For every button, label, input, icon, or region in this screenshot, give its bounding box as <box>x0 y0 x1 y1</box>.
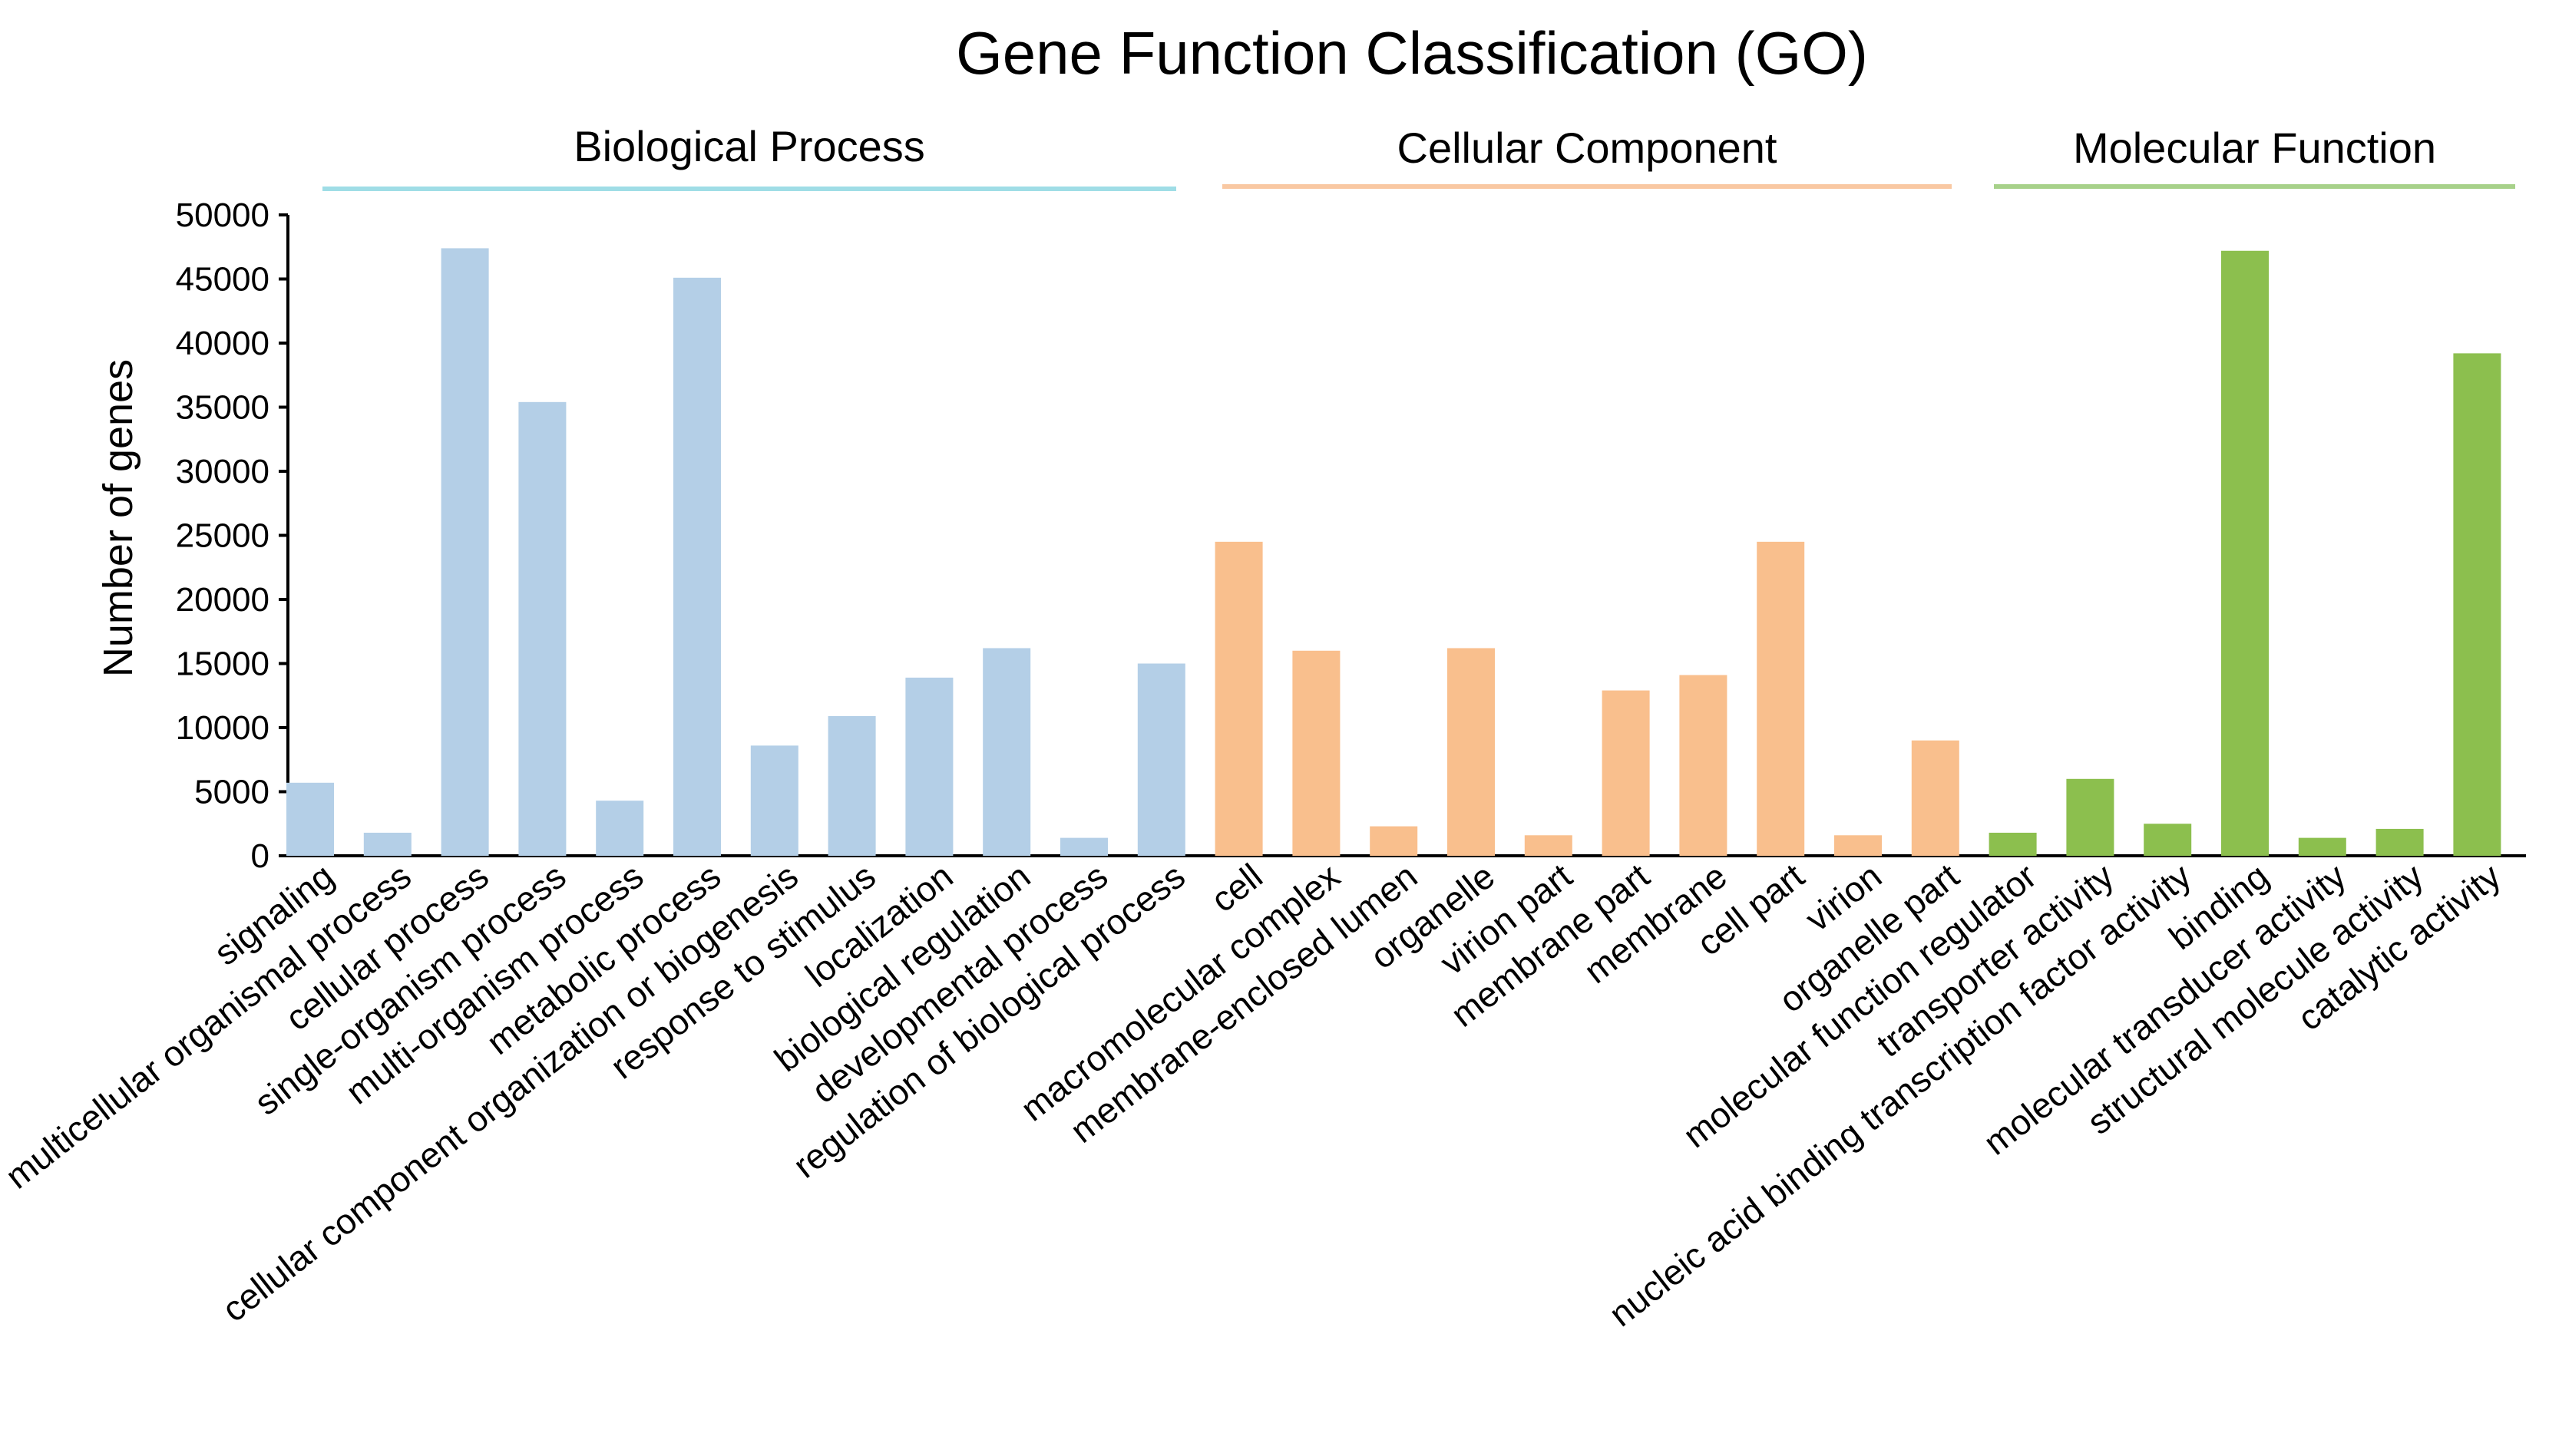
bar-localization <box>905 677 954 856</box>
bar-organelle <box>1447 648 1495 856</box>
bar-virion-part <box>1524 835 1572 856</box>
bar-signaling <box>286 782 334 856</box>
bar-multi-organism-process <box>596 801 644 856</box>
y-tick-label: 15000 <box>176 645 269 683</box>
y-tick-label: 45000 <box>176 261 269 299</box>
y-axis: 0 5000 10000 15000 20000 25000 30000 35000 40000… <box>176 196 2526 875</box>
bar-biological-regulation <box>983 648 1031 856</box>
bar-organelle-part <box>1911 740 1959 856</box>
y-tick-label: 35000 <box>176 389 269 427</box>
bar-molecular-function-regulator <box>1989 832 2037 856</box>
y-tick-label: 30000 <box>176 453 269 490</box>
bar-nucleic-acid-binding-transcription-factor-activity <box>2144 824 2192 856</box>
y-axis-label: Number of genes <box>95 359 141 677</box>
bar-developmental-process <box>1060 837 1108 856</box>
bar-cell-part <box>1757 541 1805 856</box>
bar-multicellular-organismal-process <box>363 832 412 856</box>
bar-cellular-component-organization-or-biogenesis <box>750 745 798 856</box>
bar-binding <box>2221 250 2269 856</box>
bar-molecular-transducer-activity <box>2298 837 2346 856</box>
y-tick-label: 40000 <box>176 325 269 362</box>
bar-regulation-of-biological-process <box>1137 663 1185 856</box>
bar-membrane <box>1679 675 1727 856</box>
y-tick-label: 10000 <box>176 709 269 747</box>
bar-catalytic-activity <box>2453 353 2501 856</box>
bar-single-organism-process <box>518 401 567 856</box>
y-tick-label: 0 <box>251 837 269 875</box>
bar-response-to-stimulus <box>828 715 876 856</box>
y-tick-label: 25000 <box>176 517 269 555</box>
group-label-cellular-component: Cellular Component <box>1397 124 1777 172</box>
bar-transporter-activity <box>2066 778 2114 856</box>
bar-cellular-process <box>441 248 489 856</box>
bars <box>286 248 2501 857</box>
y-tick-label: 5000 <box>194 774 269 811</box>
bar-virion <box>1834 835 1882 856</box>
bar-macromolecular-complex <box>1292 650 1341 856</box>
chart-title: Gene Function Classification (GO) <box>956 19 1868 87</box>
group-headers: Biological Process Cellular Component Mole… <box>322 122 2515 191</box>
bar-metabolic-process <box>673 277 721 857</box>
bar-structural-molecule-activity <box>2375 828 2424 856</box>
y-tick-label: 50000 <box>176 196 269 234</box>
bar-membrane-enclosed-lumen <box>1370 826 1418 856</box>
y-tick-label: 20000 <box>176 581 269 619</box>
group-label-biological-process: Biological Process <box>574 122 925 170</box>
bar-membrane-part <box>1602 690 1650 856</box>
bar-cell <box>1215 541 1263 856</box>
group-label-molecular-function: Molecular Function <box>2073 124 2436 172</box>
